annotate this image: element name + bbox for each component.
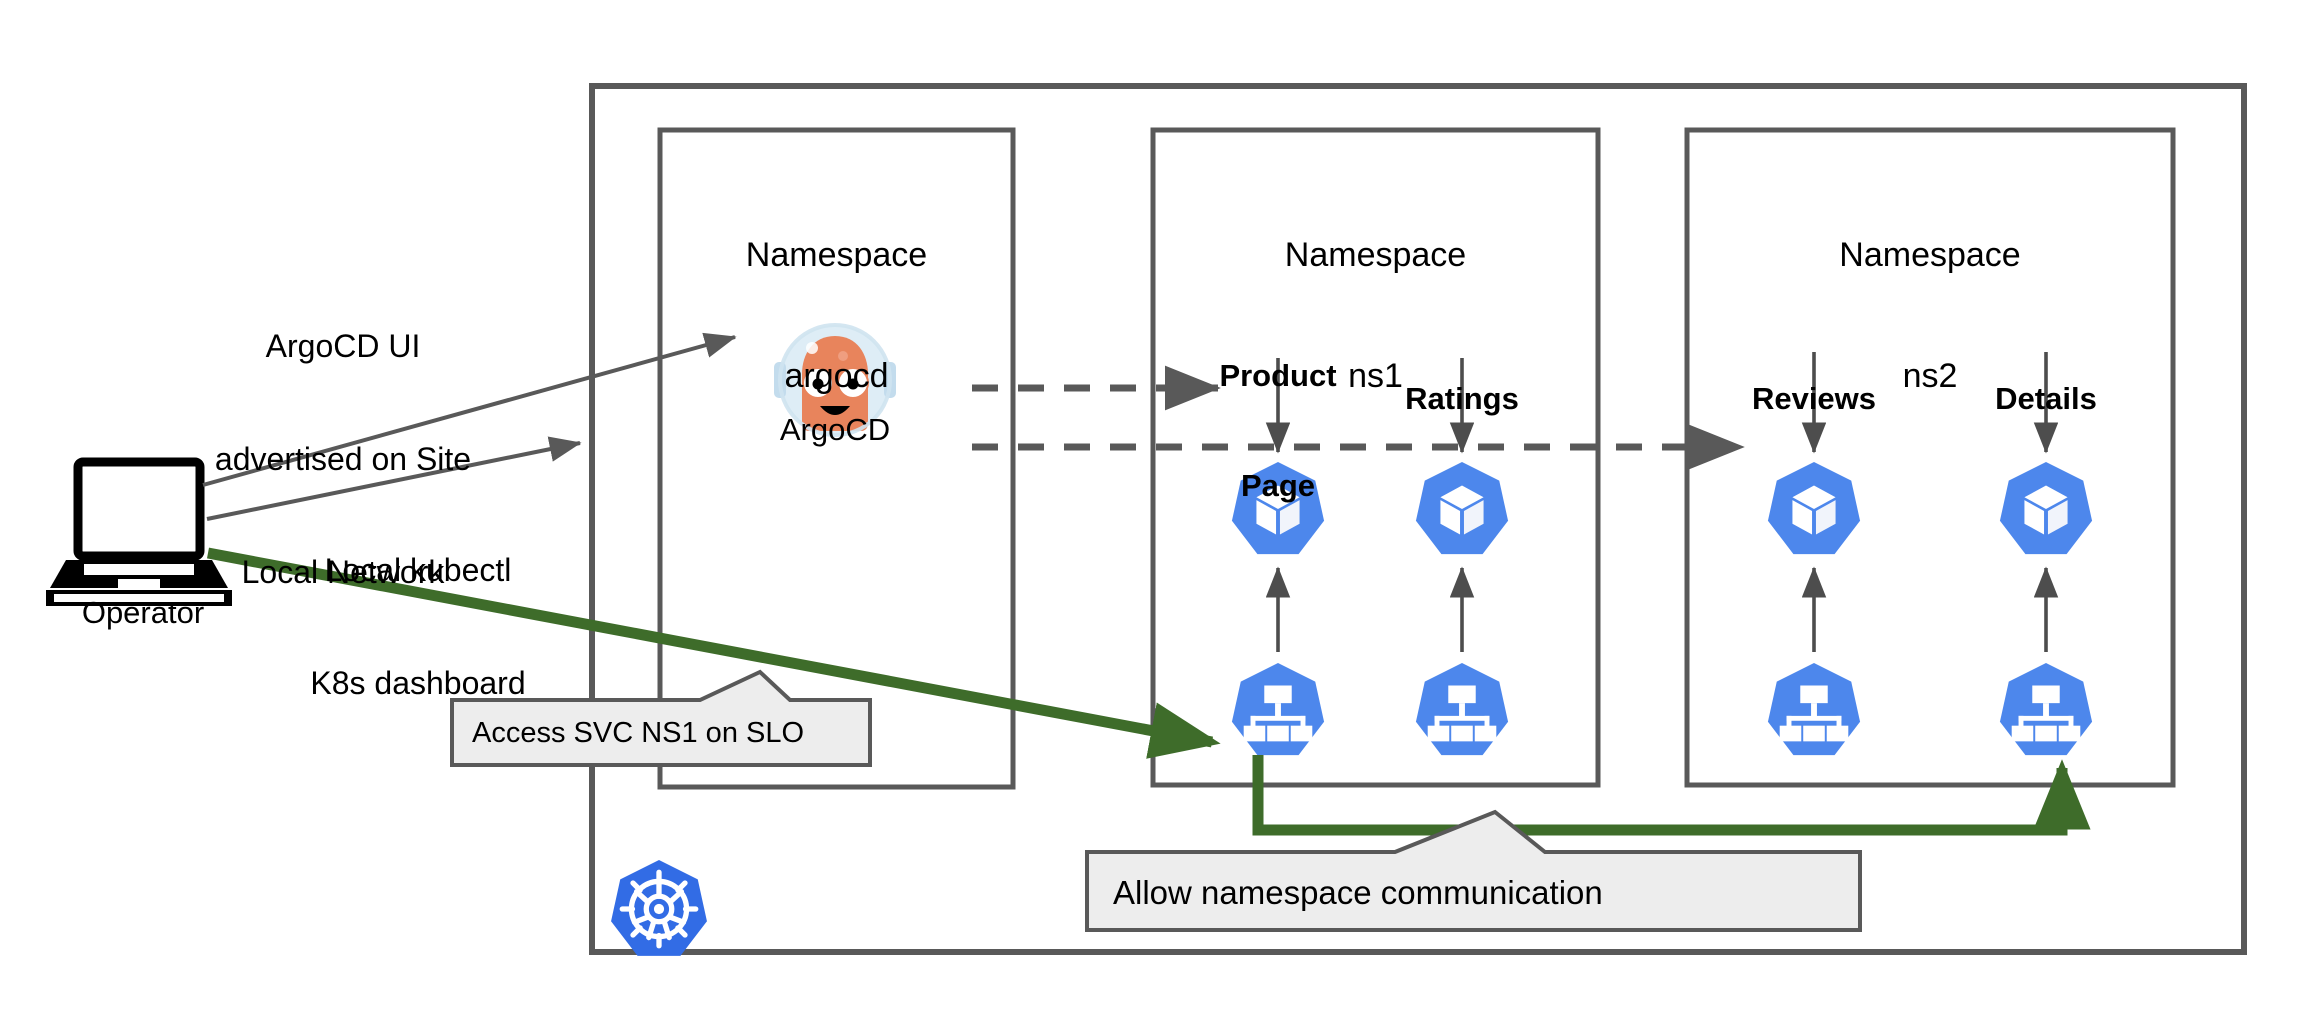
- workload-label-ratings-line-1: Ratings: [1405, 381, 1519, 417]
- workload-label-product-page-line-1: Product: [1219, 358, 1337, 394]
- workload-label-details: Details: [1951, 308, 2141, 491]
- workload-label-reviews: Reviews: [1714, 308, 1914, 491]
- namespace-title-ns1: Namespace ns1: [1153, 155, 1598, 476]
- callout-allow-ns-comm-text: Allow namespace communication: [1113, 874, 1603, 911]
- namespace-title-argocd-line-2: argocd: [784, 356, 889, 395]
- k8s-service-icon: [1231, 662, 1325, 756]
- argocd-astronaut-icon: [774, 323, 896, 437]
- laptop-icon: [46, 457, 232, 606]
- namespace-title-ns1-line-2: ns1: [1348, 356, 1403, 395]
- workload-label-ratings: Ratings: [1367, 308, 1557, 491]
- k8s-pod-icon: [1999, 461, 2093, 555]
- k8s-pod-icon: [1767, 461, 1861, 555]
- callout-allow-ns-comm: [1085, 809, 1862, 932]
- annotation-argocd-ui-line-1: ArgoCD UI: [265, 327, 421, 364]
- namespace-title-argocd: Namespace argocd: [660, 155, 1013, 476]
- annotation-kubectl-line-1: Local kubectl: [324, 551, 512, 588]
- k8s-pod-icon: [1415, 461, 1509, 555]
- arrow-operator-to-argocd: [202, 332, 737, 487]
- workload-label-product-page: Product Page: [1183, 285, 1373, 578]
- namespace-title-ns2: Namespace ns2: [1687, 155, 2173, 476]
- workload-label-product-page-line-2: Page: [1240, 467, 1316, 503]
- argocd-app-label: ArgoCD: [779, 412, 891, 447]
- annotation-argocd-ui-line-2: advertised on Site: [214, 440, 472, 477]
- k8s-service-icon: [1999, 662, 2093, 756]
- annotation-argocd-ui-line-3: Local Network: [241, 554, 445, 590]
- annotation-kubectl: Local kubectl K8s dashboard: [268, 476, 568, 778]
- arrow-ns1-service-to-ns2-details-service: [1252, 755, 2091, 836]
- namespace-title-argocd-line-1: Namespace: [745, 236, 928, 275]
- arrow-operator-to-ns1-service: [206, 547, 1221, 759]
- namespace-box-ns2: [1684, 127, 2176, 788]
- k8s-service-icon: [1767, 662, 1861, 756]
- namespace-title-ns1-line-1: Namespace: [1284, 236, 1467, 275]
- kubernetes-wheel-icon: [611, 860, 707, 956]
- annotation-argocd-ui: ArgoCD UI advertised on Site Local Netwo…: [178, 252, 508, 667]
- annotation-kubectl-line-2: K8s dashboard: [310, 664, 526, 701]
- arrow-operator-to-cluster: [206, 436, 582, 521]
- namespace-title-ns2-line-2: ns2: [1902, 356, 1958, 395]
- callout-access-svc-text: Access SVC NS1 on SLO: [472, 717, 805, 749]
- namespace-box-ns1: [1150, 127, 1601, 788]
- cluster-boundary: [589, 83, 2247, 955]
- k8s-service-icon: [1415, 662, 1509, 756]
- namespace-title-ns2-line-1: Namespace: [1839, 236, 2021, 275]
- workload-label-details-line-1: Details: [1995, 381, 2097, 417]
- workload-label-reviews-line-1: Reviews: [1751, 381, 1877, 417]
- namespace-box-argocd: [657, 127, 1016, 790]
- callout-access-svc: [450, 669, 872, 767]
- k8s-pod-icon: [1231, 461, 1325, 555]
- operator-label: Operator: [81, 595, 205, 630]
